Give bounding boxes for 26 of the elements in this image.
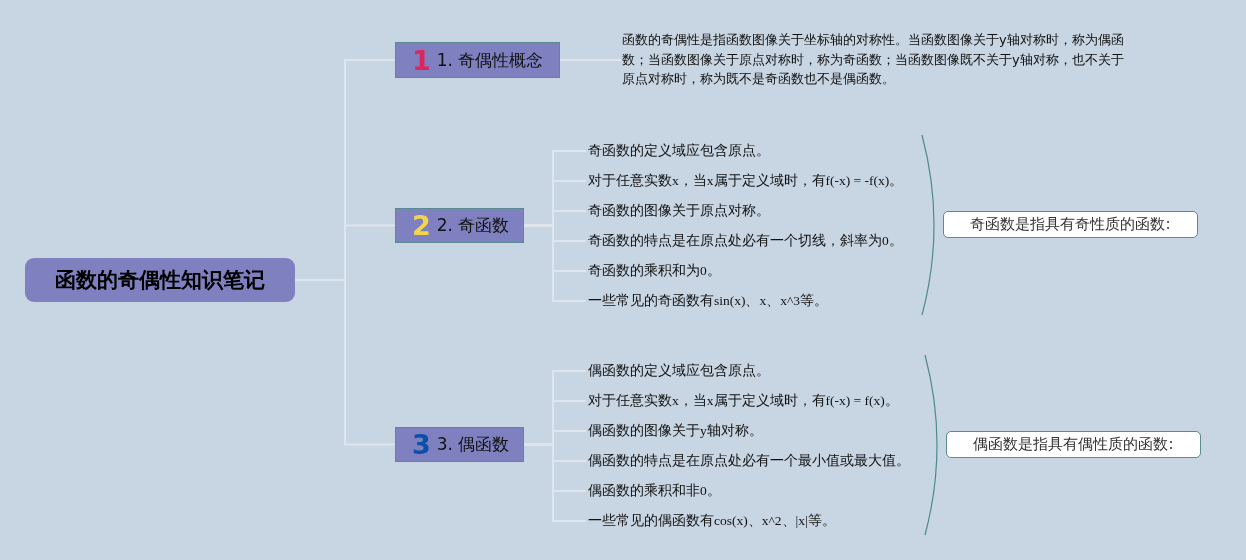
leaf-text: 偶函数的图像关于y轴对称。 [587,422,764,440]
topic-number: 2 [412,212,431,239]
leaf-text: 偶函数的特点是在原点处必有一个最小值或最大值。 [587,452,911,470]
summary-box: 偶函数是指具有偶性质的函数: [946,431,1201,458]
topic-number: 3 [412,431,431,458]
leaf-text: 奇函数的图像关于原点对称。 [587,202,771,220]
leaf-text: 偶函数的定义域应包含原点。 [587,362,771,380]
topic-label: 2. 奇函数 [436,214,510,237]
leaf-text: 一些常见的奇函数有sin(x)、x、x^3等。 [587,292,830,310]
topic-box [395,427,524,462]
leaf-text: 一些常见的偶函数有cos(x)、x^2、|x|等。 [587,512,837,530]
definition-text: 函数的奇偶性是指函数图像关于坐标轴的对称性。当函数图像关于y轴对称时，称为偶函数；当函数图像关于原点对称时，称为奇函数；当函数图像既不关于y轴对称，也不关于原点对称时，称为既不是奇函数也不是偶函数。 [622,30,1127,94]
leaf-text: 奇函数的定义域应包含原点。 [587,142,771,160]
leaf-text: 偶函数的乘积和非0。 [587,482,722,500]
leaf-text: 对于任意实数x，当x属于定义域时，有f(-x) = f(x)。 [587,392,900,410]
topic-number: 1 [412,46,431,74]
central-topic-box [25,258,295,302]
central-topic-label: 函数的奇偶性知识笔记 [55,267,265,294]
topic-label: 1. 奇偶性概念 [436,48,544,72]
topic-label: 3. 偶函数 [436,433,510,456]
topic-box [395,208,524,243]
leaf-text: 对于任意实数x，当x属于定义域时，有f(-x) = -f(x)。 [587,172,905,190]
topic-box [395,42,560,78]
leaf-text: 奇函数的特点是在原点处必有一个切线，斜率为0。 [587,232,904,250]
summary-box: 奇函数是指具有奇性质的函数: [943,211,1198,238]
leaf-text: 奇函数的乘积和为0。 [587,262,722,280]
